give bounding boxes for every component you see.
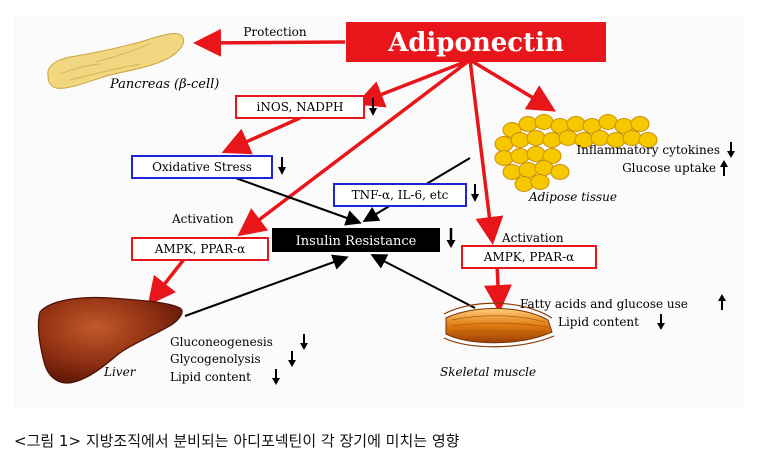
- inos-box: [235, 95, 365, 119]
- adipose-cell: [566, 116, 586, 132]
- oxidative-label: Oxidative Stress: [152, 160, 252, 174]
- down-arrow-icon: [288, 351, 296, 367]
- liver-effect-glycogenolysis: Glycogenolysis: [170, 352, 261, 366]
- adipose-cell: [534, 160, 554, 176]
- ampk-right-node: AMPK, PPAR-α: [461, 245, 597, 269]
- adiponectin-node: Adiponectin: [346, 22, 606, 62]
- down-arrow-icon: [272, 369, 280, 385]
- adipose-cell: [550, 164, 570, 180]
- adipose-cell: [518, 162, 538, 178]
- liver-illustration: [37, 296, 183, 384]
- adipose-effects: Inflammatory cytokines Glucose uptake: [576, 142, 735, 176]
- adipose-cell: [638, 132, 658, 148]
- figure-caption: <그림 1> 지방조직에서 분비되는 아디포넥틴이 각 장기에 미치는 영향: [14, 432, 460, 450]
- insulin-label: Insulin Resistance: [296, 234, 417, 249]
- adipose-cell: [526, 146, 546, 162]
- arrow-muscle-to-insulin: [370, 254, 476, 309]
- adipose-cell: [530, 174, 550, 190]
- arrow-to-ampk-left: [237, 58, 472, 237]
- muscle-illustration: [443, 302, 555, 348]
- down-arrow-icon: [657, 314, 665, 330]
- inos-node: iNOS, NADPH: [235, 95, 377, 119]
- liver-shape: [37, 296, 183, 384]
- down-arrow-icon: [300, 334, 308, 350]
- oxidative-node: Oxidative Stress: [131, 155, 286, 179]
- liver-effect-gluconeogenesis: Gluconeogenesis: [170, 335, 273, 349]
- tnf-node: TNF-α, IL-6, etc: [333, 183, 479, 207]
- adipose-cell: [518, 116, 538, 132]
- muscle-label: Skeletal muscle: [440, 365, 536, 379]
- insulin-node: Insulin Resistance: [272, 228, 456, 252]
- adipose-effect-glucose: Glucose uptake: [622, 161, 716, 175]
- liver-label: Liver: [103, 365, 137, 379]
- arrow-ampk-to-liver: [147, 256, 187, 306]
- activation-left-label: Activation: [171, 212, 234, 226]
- liver-effects: Gluconeogenesis Glycogenolysis Lipid con…: [170, 334, 308, 385]
- pancreas-label: Pancreas (β-cell): [109, 77, 219, 92]
- adipose-illustration: [494, 114, 658, 192]
- arrow-ampk-to-muscle: [484, 263, 512, 313]
- adiponectin-label: Adiponectin: [387, 28, 564, 58]
- arrow-liver-to-insulin: [184, 254, 349, 317]
- adipose-cell: [534, 114, 554, 130]
- adipose-cell: [510, 132, 530, 148]
- ampk-left-label: AMPK, PPAR-α: [154, 242, 246, 256]
- ampk-right-box: [461, 245, 597, 269]
- oxidative-box: [131, 155, 273, 179]
- down-arrow-icon: [446, 228, 456, 248]
- pancreas-illustration: [47, 33, 184, 89]
- inos-label: iNOS, NADPH: [257, 100, 344, 114]
- adipose-cell: [542, 132, 562, 148]
- arrow-to-adipose: [469, 58, 557, 112]
- ampk-left-box: [131, 237, 269, 261]
- adipose-effect-cytokines: Inflammatory cytokines: [576, 143, 720, 157]
- ampk-left-node: AMPK, PPAR-α: [131, 237, 269, 261]
- down-arrow-icon: [471, 184, 479, 202]
- adipose-cell: [558, 130, 578, 146]
- adiponectin-box: [346, 22, 606, 62]
- ampk-right-label: AMPK, PPAR-α: [483, 250, 575, 264]
- insulin-box: [272, 228, 440, 252]
- activation-right-label: Activation: [501, 231, 564, 245]
- muscle-effect-lipid: Lipid content: [558, 315, 639, 329]
- adipose-cell: [502, 164, 522, 180]
- down-arrow-icon: [369, 98, 377, 116]
- arrow-to-inos: [355, 58, 471, 108]
- adipose-cell: [510, 148, 530, 164]
- arrow-protection: [193, 28, 346, 57]
- down-arrow-icon: [278, 157, 286, 175]
- adipose-cell: [494, 136, 514, 152]
- adipose-cell: [542, 148, 562, 164]
- adipose-cell: [526, 130, 546, 146]
- adipose-cell: [630, 116, 650, 132]
- muscle-effect-fatty-acids: Fatty acids and glucose use: [520, 297, 688, 311]
- arrow-oxidative-to-insulin: [229, 175, 362, 226]
- liver-effect-lipid: Lipid content: [170, 370, 251, 384]
- adipose-cell: [598, 114, 618, 130]
- protection-label: Protection: [243, 25, 307, 39]
- arrow-inos-to-oxidative: [221, 116, 301, 155]
- down-arrow-icon: [727, 142, 735, 158]
- adipose-label: Adipose tissue: [528, 190, 617, 204]
- arrow-to-ampk-right: [468, 59, 504, 245]
- up-arrow-icon: [718, 294, 726, 310]
- tnf-box: [333, 183, 467, 207]
- tnf-label: TNF-α, IL-6, etc: [352, 188, 449, 202]
- pancreas-shape: [47, 33, 184, 89]
- adipose-cell: [494, 150, 514, 166]
- muscle-effects: Fatty acids and glucose use Lipid conten…: [520, 294, 726, 330]
- up-arrow-icon: [720, 160, 728, 176]
